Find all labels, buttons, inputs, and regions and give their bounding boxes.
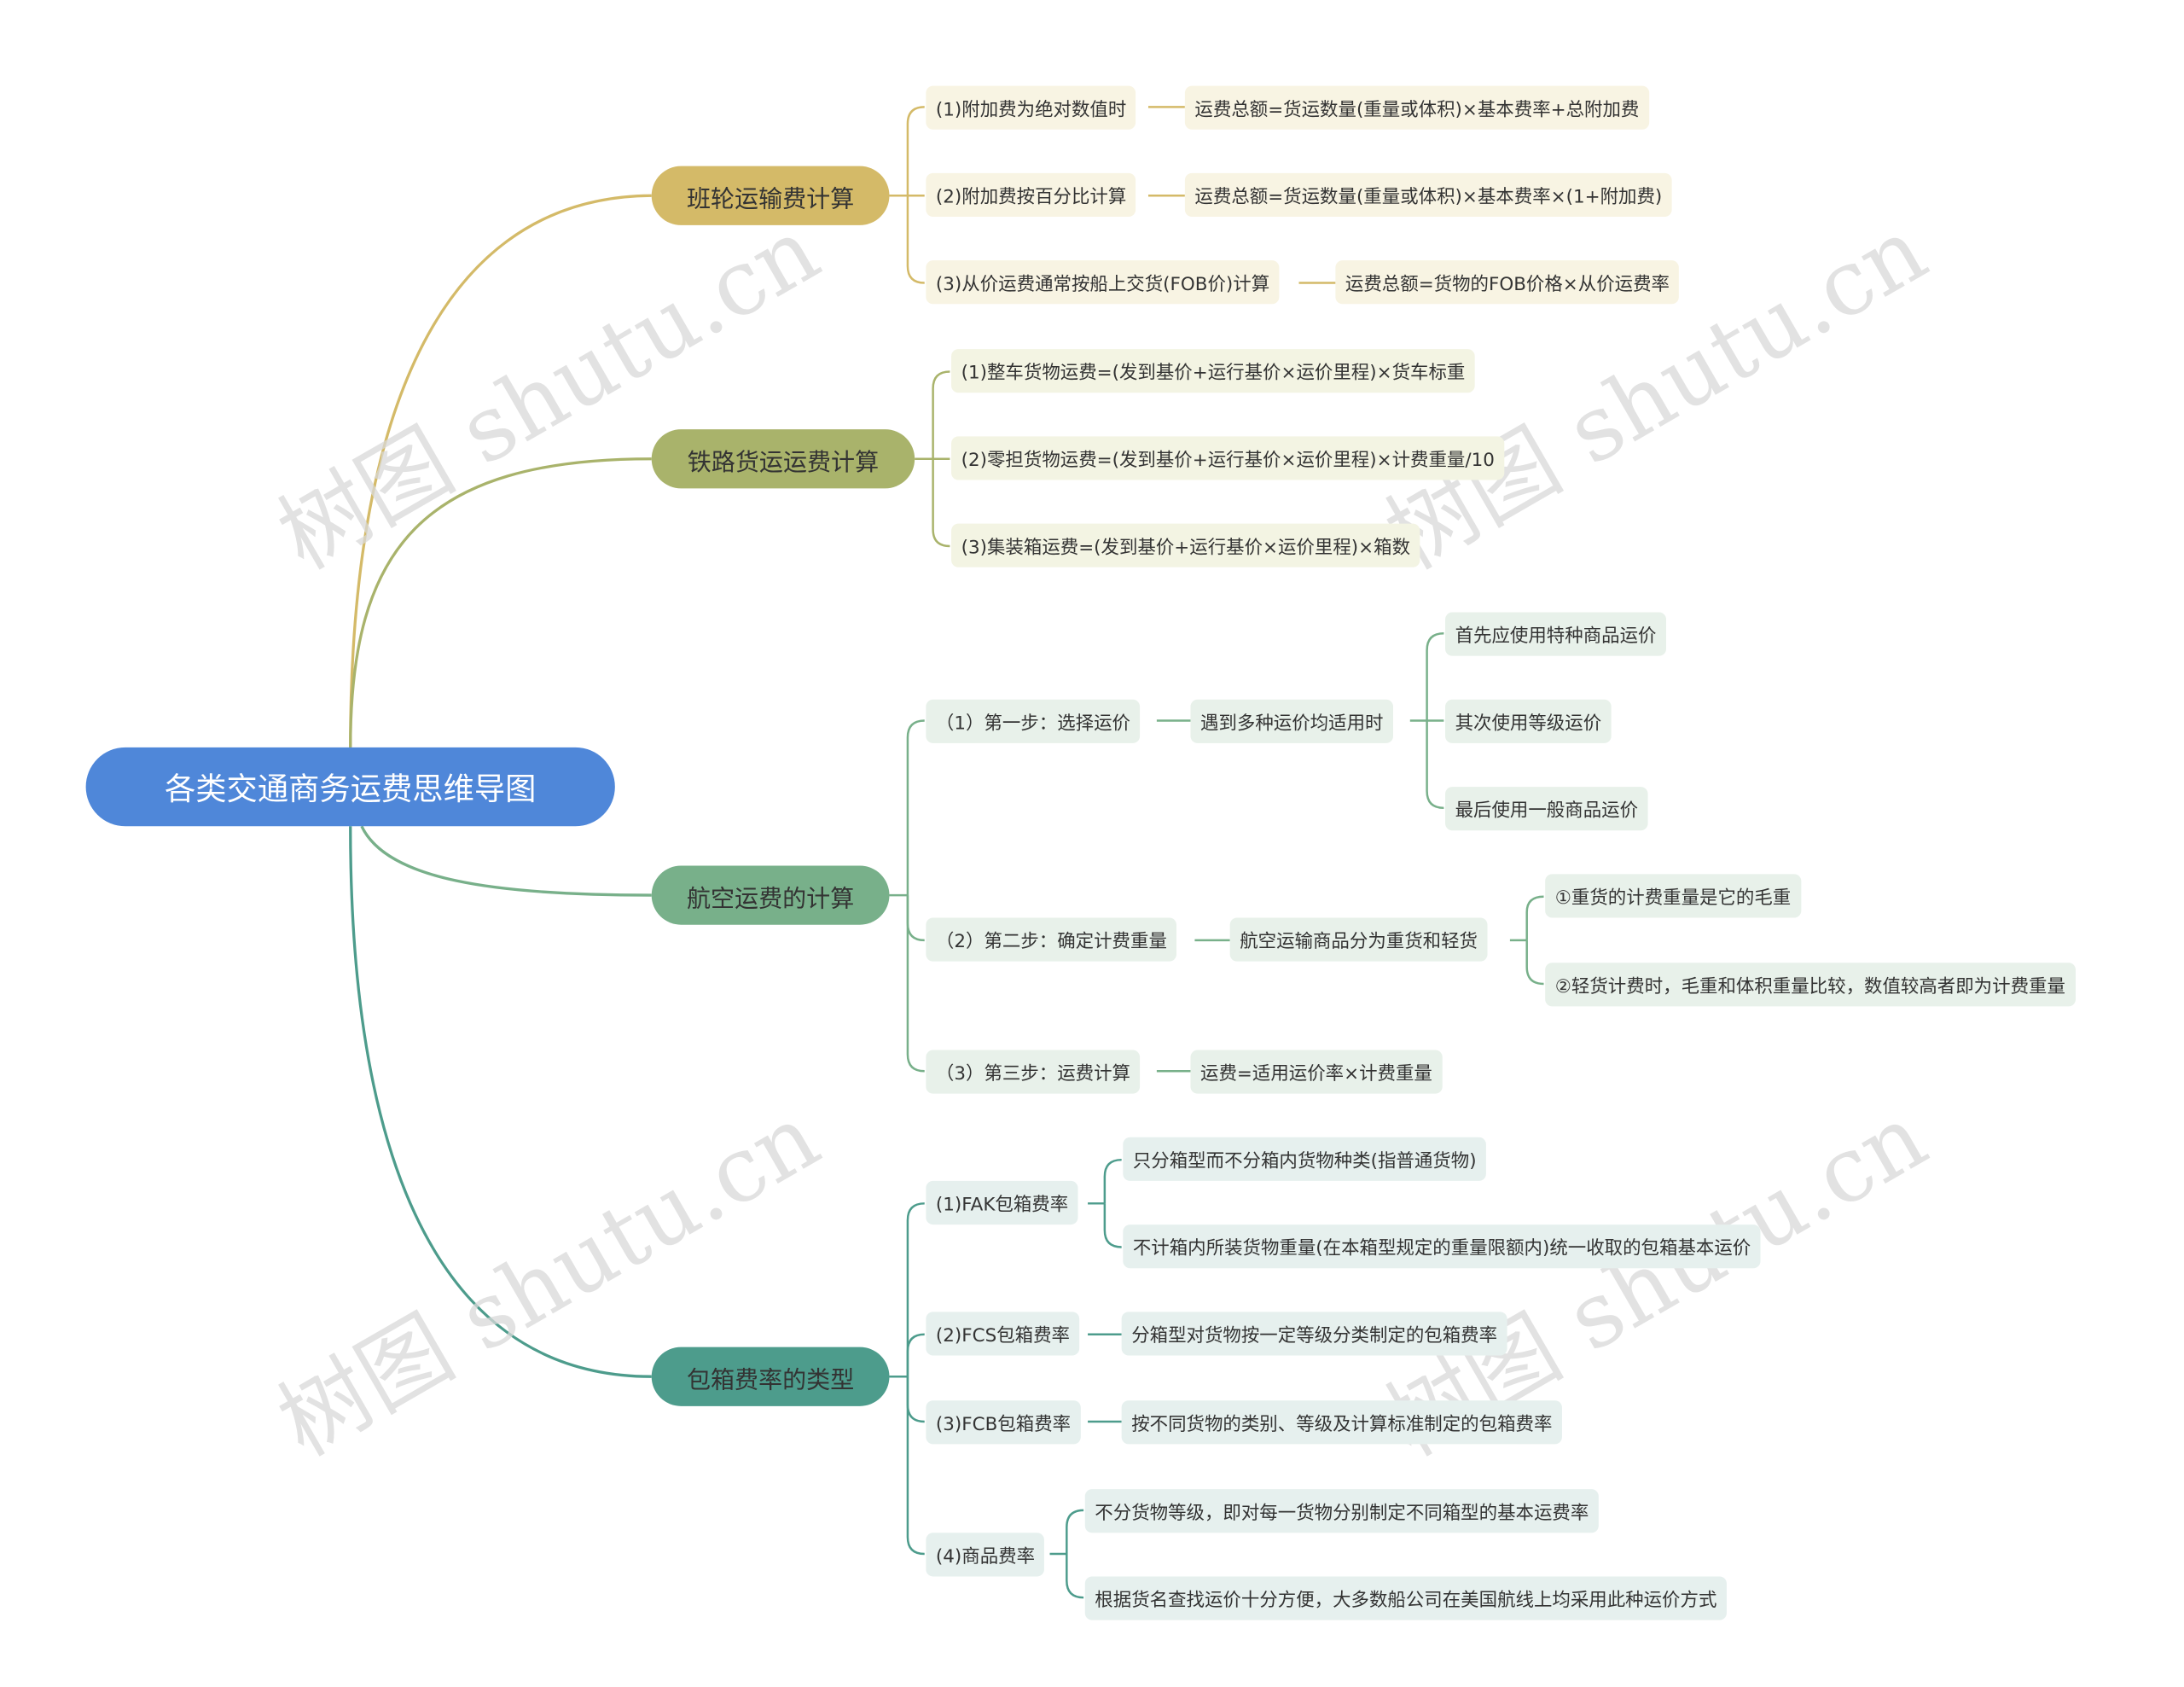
- rail-item-2[interactable]: (2)零担货物运费=(发到基价+运行基价×运价里程)×计费重量/10: [951, 436, 1505, 480]
- air-weight-rule-1[interactable]: ①重货的计费重量是它的毛重: [1545, 874, 1801, 918]
- shipping-formula-3[interactable]: 运费总额=货物的FOB价格×从价运费率: [1335, 260, 1680, 305]
- container-commodity[interactable]: (4)商品费率: [926, 1533, 1045, 1577]
- container-commodity-detail-1[interactable]: 不分货物等级，即对每一货物分别制定不同箱型的基本运费率: [1084, 1489, 1599, 1533]
- root-topic[interactable]: 各类交通商务运费思维导图: [85, 747, 615, 827]
- shipping-formula-1[interactable]: 运费总额=货运数量(重量或体积)×基本费率+总附加费: [1184, 85, 1649, 130]
- container-fcs-detail[interactable]: 分箱型对货物按一定等级分类制定的包箱费率: [1121, 1312, 1507, 1356]
- air-step-2[interactable]: （2）第二步：确定计费重量: [926, 917, 1177, 962]
- rail-item-1[interactable]: (1)整车货物运费=(发到基价+运行基价×运价里程)×货车标重: [951, 349, 1475, 393]
- container-fak[interactable]: (1)FAK包箱费率: [926, 1180, 1078, 1225]
- air-step-3-detail[interactable]: 运费=适用运价率×计费重量: [1190, 1050, 1443, 1094]
- container-commodity-detail-2[interactable]: 根据货名查找运价十分方便，大多数船公司在美国航线上均采用此种运价方式: [1084, 1576, 1727, 1620]
- shipping-item-1[interactable]: (1)附加费为绝对数值时: [926, 85, 1136, 130]
- shipping-formula-2[interactable]: 运费总额=货运数量(重量或体积)×基本费率×(1+附加费): [1184, 172, 1672, 218]
- branch-container[interactable]: 包箱费率的类型: [651, 1347, 890, 1406]
- air-rate-option-2[interactable]: 其次使用等级运价: [1445, 699, 1612, 743]
- rail-item-3[interactable]: (3)集装箱运费=(发到基价+运行基价×运价里程)×箱数: [951, 523, 1420, 567]
- branch-rail[interactable]: 铁路货运运费计算: [651, 429, 915, 489]
- air-step-1[interactable]: （1）第一步：选择运价: [926, 699, 1141, 743]
- container-fcs[interactable]: (2)FCS包箱费率: [926, 1312, 1080, 1356]
- shipping-item-3[interactable]: (3)从价运费通常按船上交货(FOB价)计算: [926, 260, 1280, 305]
- branch-shipping[interactable]: 班轮运输费计算: [651, 166, 890, 225]
- air-rate-option-3[interactable]: 最后使用一般商品运价: [1445, 787, 1648, 831]
- air-step-1-detail[interactable]: 遇到多种运价均适用时: [1190, 699, 1394, 743]
- air-rate-option-1[interactable]: 首先应使用特种商品运价: [1445, 612, 1667, 656]
- container-fak-detail-2[interactable]: 不计箱内所装货物重量(在本箱型规定的重量限额内)统一收取的包箱基本运价: [1123, 1225, 1761, 1269]
- container-fak-detail-1[interactable]: 只分箱型而不分箱内货物种类(指普通货物): [1123, 1137, 1487, 1181]
- air-step-3[interactable]: （3）第三步：运费计算: [926, 1050, 1141, 1094]
- container-fcb-detail[interactable]: 按不同货物的类别、等级及计算标准制定的包箱费率: [1121, 1400, 1562, 1445]
- branch-air[interactable]: 航空运费的计算: [651, 865, 890, 925]
- shipping-item-2[interactable]: (2)附加费按百分比计算: [926, 172, 1136, 218]
- air-weight-rule-2[interactable]: ②轻货计费时，毛重和体积重量比较，数值较高者即为计费重量: [1545, 963, 2076, 1007]
- container-fcb[interactable]: (3)FCB包箱费率: [926, 1400, 1081, 1445]
- air-step-2-detail[interactable]: 航空运输商品分为重货和轻货: [1229, 917, 1488, 962]
